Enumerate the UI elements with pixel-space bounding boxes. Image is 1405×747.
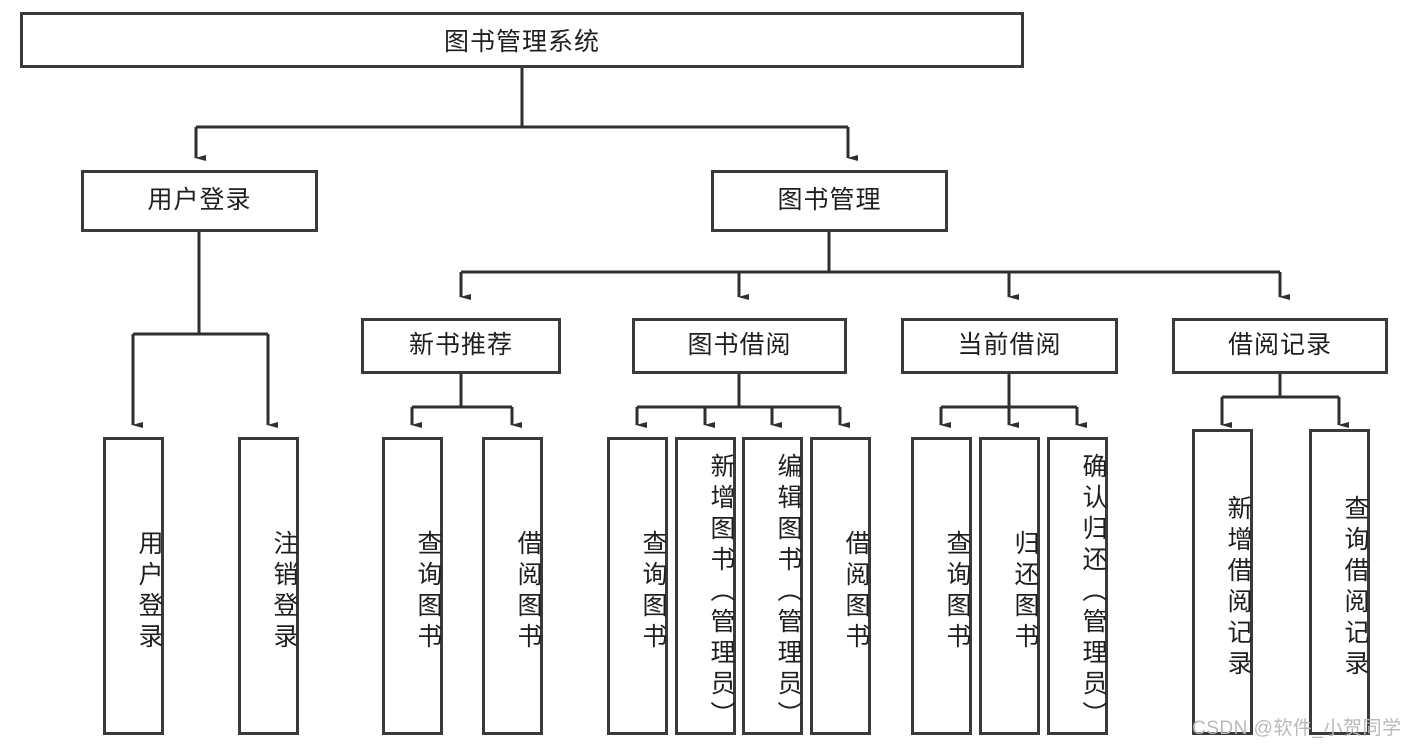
node-borrow-record[interactable]: 借阅记录 (1172, 318, 1388, 374)
leaf-add-borrow-record[interactable]: 新增借阅记录 (1192, 429, 1253, 735)
watermark-text: CSDN @软件_小贺同学 (1192, 718, 1402, 739)
leaf-borrow-book[interactable]: 借阅图书 (810, 437, 871, 735)
leaf-borrow-book-new[interactable]: 借阅图书 (482, 437, 543, 735)
leaf-query-book-new[interactable]: 查询图书 (382, 437, 443, 735)
leaf-query-borrow-record[interactable]: 查询借阅记录 (1309, 429, 1370, 735)
node-root-system[interactable]: 图书管理系统 (20, 12, 1024, 68)
node-current-borrow[interactable]: 当前借阅 (901, 318, 1118, 374)
leaf-confirm-return-admin[interactable]: 确认归还（管理员） (1047, 437, 1108, 735)
leaf-user-login[interactable]: 用户登录 (103, 437, 164, 735)
leaf-add-book-admin[interactable]: 新增图书（管理员） (675, 437, 736, 735)
node-book-borrow[interactable]: 图书借阅 (632, 318, 847, 374)
node-user-login[interactable]: 用户登录 (81, 170, 318, 232)
node-book-management[interactable]: 图书管理 (711, 170, 948, 232)
leaf-query-book-current[interactable]: 查询图书 (911, 437, 972, 735)
leaf-edit-book-admin[interactable]: 编辑图书（管理员） (742, 437, 803, 735)
node-new-book-recommend[interactable]: 新书推荐 (361, 318, 561, 374)
leaf-query-book-borrow[interactable]: 查询图书 (607, 437, 668, 735)
leaf-return-book[interactable]: 归还图书 (979, 437, 1040, 735)
leaf-logout[interactable]: 注销登录 (238, 437, 299, 735)
